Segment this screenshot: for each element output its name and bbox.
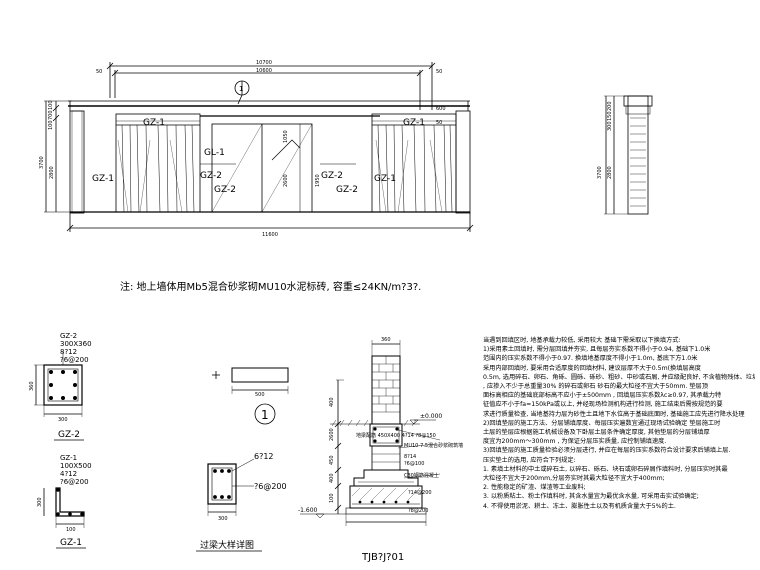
gz2-stirrup: ?6@200 (60, 356, 89, 364)
gz2-dim-bottom: 300 (58, 417, 68, 423)
footing-dim-450: 450 (329, 455, 335, 465)
footing-mortar-label: MU10-7.5混合砂浆砌筑墙 (404, 442, 463, 449)
dim-h-1950: 1950 (315, 174, 321, 187)
gz1-title: GZ-1 (60, 538, 82, 548)
dim-h-100-b: 100 (48, 120, 54, 130)
note-line: 2. 性能稳定的矿渣、煤渣等工业废料; (483, 484, 586, 492)
dim-600: 600 (436, 106, 446, 112)
gz2-size: 300X360 (60, 340, 92, 348)
dim-h-2800: 2800 (49, 166, 55, 179)
beam-dim-300: 300 (218, 516, 228, 522)
note-line: 求进行质量检查, 当地基持力层为砂性土且地下水位高于基础底面时, 基础施工应先进… (483, 410, 745, 418)
note-line: 3. 以粉质粘土、粉土作填料时, 其含水量宜为最优含水量, 可采用击实试验确定; (483, 493, 699, 501)
beam-dim-500: 500 (255, 392, 265, 398)
gz2-main-bar: 8?12 (60, 348, 77, 356)
dim-50-right: 50 (436, 69, 442, 75)
elevation-view: 10700 10600 50 50 1 (39, 60, 474, 238)
label-gz2-b: GZ-2 (214, 185, 236, 195)
side-dim-200: 200 (607, 101, 613, 111)
dim-h-2600: 2600 (283, 174, 289, 187)
note-line: 压实垫土的选用, 应符合下列规定: (483, 456, 576, 464)
label-gl1: GL-1 (204, 148, 225, 158)
side-dim-300: 300 (607, 121, 613, 131)
gz2-title: GZ-2 (58, 430, 80, 440)
label-gz1-top-right: GZ-1 (403, 118, 425, 128)
note-line: 0.5m, 选用碎石、卵石、角砾、圆砾、砾砂、粗砂、中砂或石屑, 并应级配良好,… (483, 373, 755, 381)
footing-dim-100: 100 (329, 493, 335, 503)
footing-dim-400-a: 400 (329, 397, 335, 407)
label-gz1-right: GZ-1 (374, 174, 396, 184)
dim-50-small: 50 (436, 120, 442, 126)
note-line: 大粒径不宜大于200mm,分层夯实时其最大粒径不宜大于400mm; (483, 475, 665, 483)
footing-section: 360 (298, 337, 463, 563)
beam-stirrup: ?6@200 (254, 482, 287, 491)
elevation-note: 注: 地上墙体用Mb5混合砂浆砌MU10水泥标砖, 容重≤24KN/m?3?. (120, 282, 422, 293)
callout-1-top: 1 (239, 85, 243, 93)
dim-50-left: 50 (96, 69, 102, 75)
note-line: 征值应不小于fa=150kPa或以上, 并经现场检测机构进行检测, 施工结束后需… (483, 401, 723, 409)
construction-notes: 当遇到回填区时, 地基承载力较低, 采用较大 基础下需采取以下换填方式: 1)采… (483, 336, 755, 511)
note-line: , 应掺入不少于总重量30% 的碎石或卵石 砂石的最大粒径不宜大于50mm. 垫… (483, 383, 708, 391)
note-line: 2)回填垫层的施工方法、分层铺填厚度、每层压实遍数宜通过现场试验确定 垫层施工时 (483, 419, 721, 427)
note-line: 度宜为200mm～300mm , 为保证分层压实质量, 应控制铺填速度. (483, 438, 667, 446)
dim-h-3700: 3700 (39, 156, 45, 169)
side-dim-2800: 2800 (607, 166, 613, 179)
footing-bar-a: 8?14 (404, 454, 416, 460)
note-line: 土层的垫层应根据施工机械设备及下卧层土层条件确定厚度, 其他垫层的分层铺填厚 (483, 429, 710, 437)
gz2-dim-side: 360 (29, 381, 35, 391)
elev-zero: ±0.000 (420, 413, 442, 420)
note-line: 1. 素填土材料的中土或碎石土, 以碎石、砾石、块石或卵石碎屑作填料时, 分层压… (483, 465, 728, 473)
elev-bottom: -1.600 (298, 507, 318, 514)
footing-pad-bar: ?14@200 (408, 490, 432, 496)
beam-callout-1: 1 (261, 408, 269, 422)
gz2-section: 360 300 GZ-2 300X360 8?12 ?6@200 GZ-2 (29, 332, 92, 441)
gz1-size: 100X500 (60, 462, 92, 470)
dim-h-100-a: 100 (48, 100, 54, 110)
beam-top-bar: 6?12 (254, 452, 274, 461)
gz2-name: GZ-2 (60, 332, 77, 340)
note-line: 范围内的压实系数不得小于0.97. 换填地基厚度不得小于1.0m, 基底下方1.… (483, 355, 698, 363)
gz1-stirrup: ?6@200 (60, 478, 89, 486)
dim-11600: 11600 (262, 232, 278, 238)
footing-beam-label: 地梁配筋 450X400 4?14 ?8@150 (356, 432, 436, 439)
gz1-main-bar: 4?12 (60, 470, 77, 478)
gz1-name: GZ-1 (60, 454, 77, 462)
footing-title: TJB?J?01 (361, 552, 404, 563)
footing-dim-360: 360 (381, 337, 391, 343)
dim-h-700: 700 (48, 110, 54, 120)
side-section-view: 3700 2800 200 150 300 (597, 95, 653, 215)
label-gz2-d: GZ-2 (336, 185, 358, 195)
footing-dim-400-b: 400 (329, 473, 335, 483)
gz1-section: 300 100 GZ-1 100X500 4?12 ?6@200 GZ-1 (37, 454, 92, 549)
dim-10700: 10700 (256, 60, 272, 66)
label-gz1-top-left: GZ-1 (143, 118, 165, 128)
dim-h-1050: 1050 (283, 130, 289, 143)
note-line: 面标高相应的基础底部标高不应小于±500mm , 回填层压实系数λc≥0.97,… (483, 392, 722, 400)
label-gz1-left: GZ-1 (92, 174, 114, 184)
footing-pad-bar2: ?8@200 (408, 508, 428, 514)
footing-dim-2600: 2600 (329, 428, 335, 441)
note-line: 3)回填垫层的施工质量检验必须分层进行, 并应在每层的压实系数符合设计要求后铺填… (483, 447, 731, 455)
label-gz2-c: GZ-2 (321, 171, 343, 181)
label-gz2-a: GZ-2 (200, 171, 222, 181)
footing-conc-label: C30钢筋混凝土 (404, 472, 439, 479)
side-dim-3700: 3700 (597, 166, 603, 179)
gz1-dim-side: 300 (37, 497, 43, 507)
beam-detail-title: 过梁大样详图 (200, 539, 254, 551)
side-dim-150: 150 (607, 111, 613, 121)
note-line: 4. 不得使用淤泥、耕土、冻土、膨胀性土以及有机质含量大于5%的土. (483, 502, 676, 510)
dim-10600: 10600 (256, 68, 272, 74)
note-line: 当遇到回填区时, 地基承载力较低, 采用较大 基础下需采取以下换填方式: (483, 337, 681, 344)
footing-bar-b: ?6@100 (404, 461, 424, 467)
note-line: 1)采用素土回填时, 需分层回填并夯实, 且每层夯实系数不得小于0.94, 基础… (483, 346, 711, 354)
beam-detail: 500 1 300 6?12 ?6@200 过梁大样详图 (196, 367, 289, 552)
note-line: 采用内部回填时, 要采用合适厚度的回填材料, 建议层厚不大于0.5m(换填层高度 (483, 364, 701, 372)
gz1-dim-bottom: 100 (66, 527, 76, 533)
